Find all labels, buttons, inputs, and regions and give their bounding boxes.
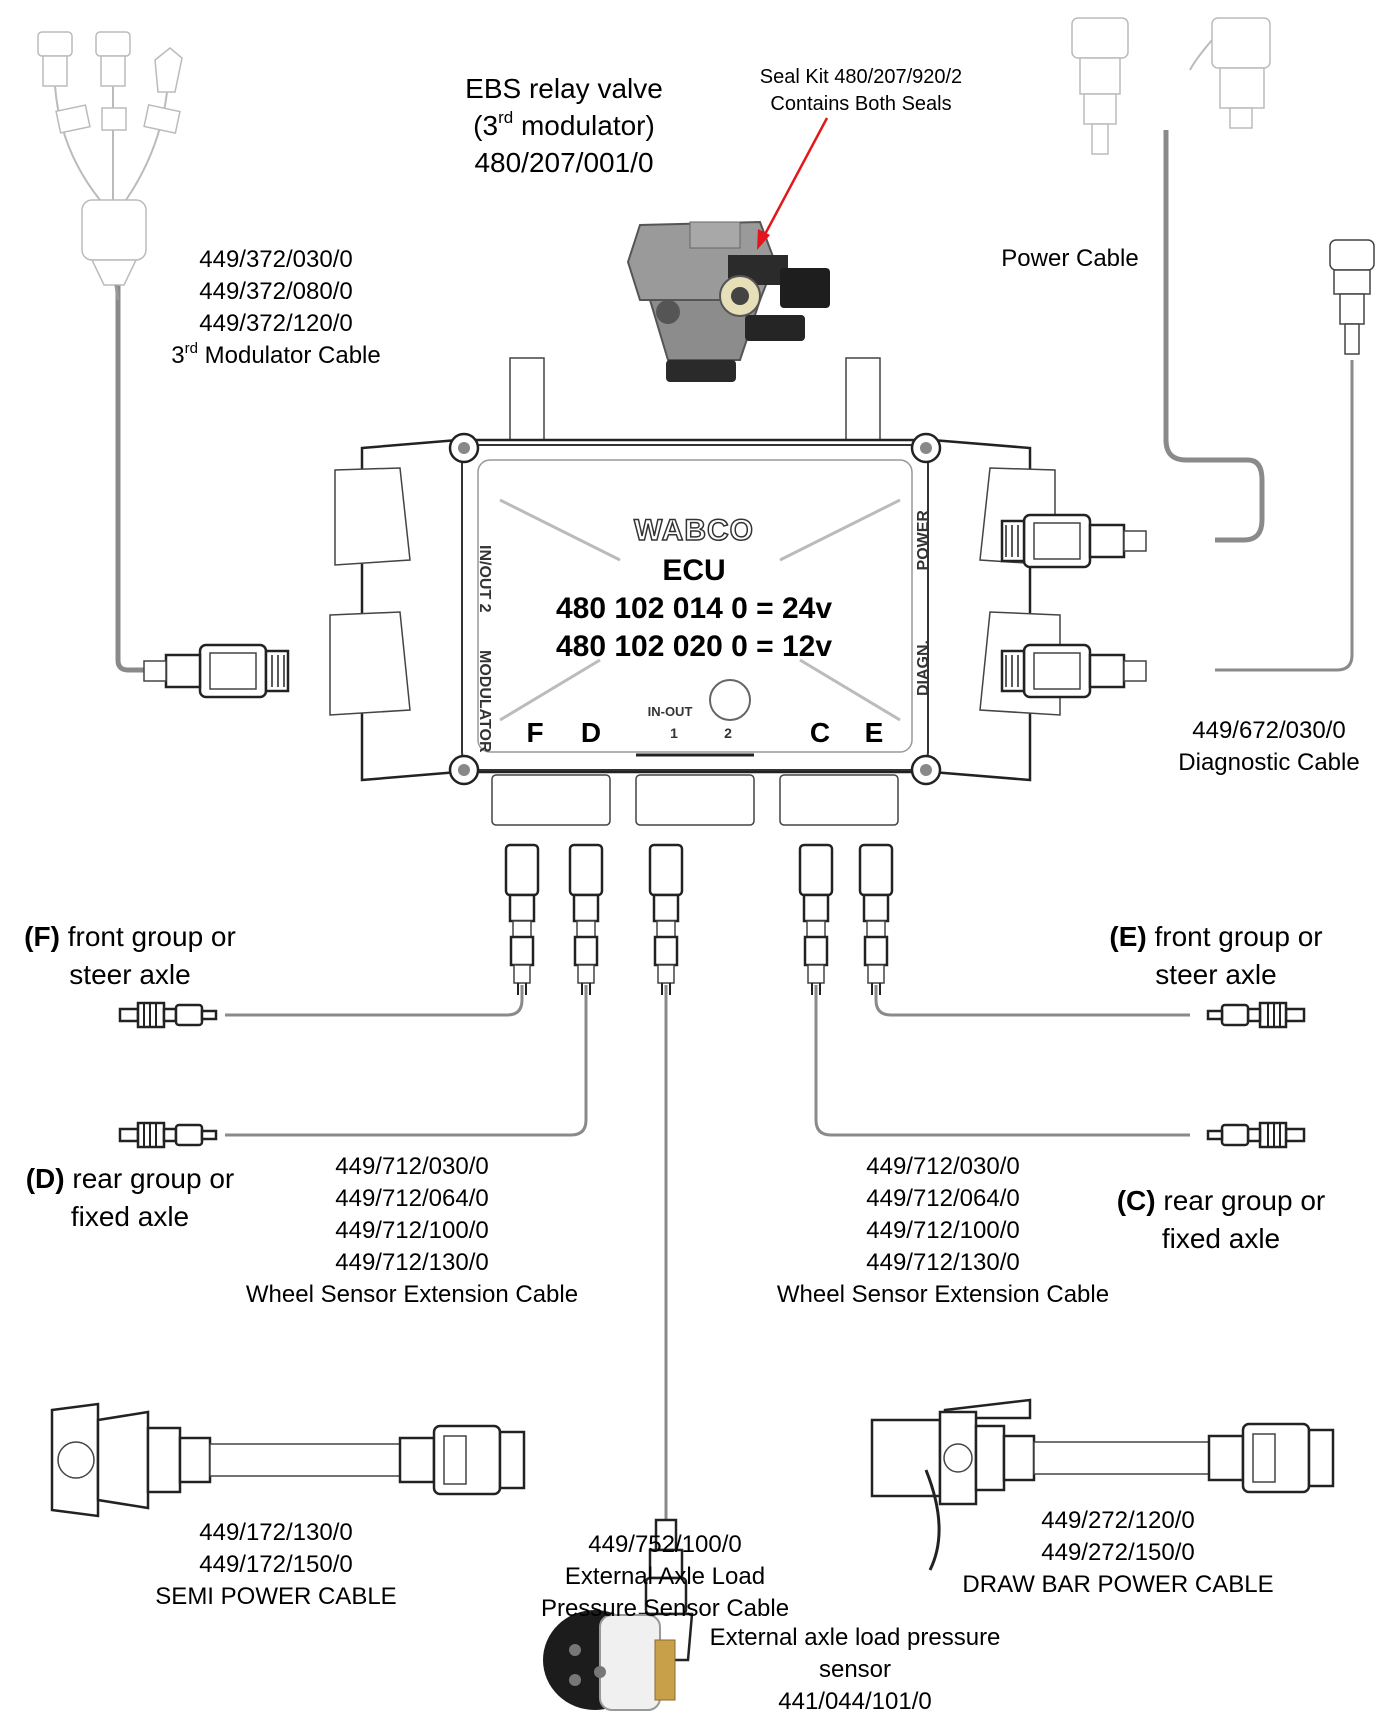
modulator-cable-part-3: 449/372/120/0 bbox=[199, 310, 352, 337]
sensor-e-line2: steer axle bbox=[1155, 959, 1276, 990]
pressure-sensor-line1: External axle load pressure bbox=[710, 1624, 1001, 1651]
draw-bar-power-cable-drawing bbox=[870, 1398, 1335, 1571]
ecu-port-e-label: E bbox=[865, 717, 884, 748]
ecu-part-24v: 480 102 014 0 = 24v bbox=[556, 592, 832, 625]
sensor-plug-d bbox=[568, 843, 604, 997]
sensor-e-line1: (E) front group or bbox=[1109, 921, 1322, 952]
modulator-cable-part-1: 449/372/030/0 bbox=[199, 246, 352, 273]
sensor-cable-f bbox=[225, 985, 524, 1017]
sensor-cable-e bbox=[874, 985, 1190, 1017]
modulator-cable-part-2: 449/372/080/0 bbox=[199, 278, 352, 305]
power-cable-label: Power Cable bbox=[1001, 245, 1138, 272]
relay-valve-title: EBS relay valve bbox=[465, 73, 663, 104]
relay-valve-part: 480/207/001/0 bbox=[474, 147, 653, 178]
wheel-sensor-plug-e bbox=[1206, 1001, 1306, 1029]
sensor-plug-f bbox=[504, 843, 540, 997]
sensor-f-line2: steer axle bbox=[69, 959, 190, 990]
wheel-cable-right-label: Wheel Sensor Extension Cable bbox=[777, 1281, 1109, 1308]
relay-valve-subtitle: (3rd modulator) bbox=[473, 108, 655, 141]
ecu-port-d-label: D bbox=[581, 717, 601, 748]
pressure-sensor-line2: sensor bbox=[819, 1656, 891, 1683]
pressure-sensor-cable-part: 449/752/100/0 bbox=[588, 1531, 741, 1558]
wheel-sensor-plugs bbox=[118, 1001, 1306, 1149]
modulator-cable-label: 3rd Modulator Cable bbox=[171, 340, 380, 369]
wheel-sensor-plug-d bbox=[118, 1121, 218, 1149]
power-plug bbox=[1000, 513, 1148, 569]
semi-power-cable-label: SEMI POWER CABLE bbox=[155, 1583, 396, 1610]
wheel-sensor-plug-c bbox=[1206, 1121, 1306, 1149]
sensor-c-line1: (C) rear group or bbox=[1117, 1185, 1326, 1216]
sensor-d-line2: fixed axle bbox=[71, 1201, 189, 1232]
ecu-port-1-label: 1 bbox=[670, 725, 678, 741]
ecu-brand-logo: WABCO bbox=[634, 514, 754, 547]
wheel-sensor-plug-f bbox=[118, 1001, 218, 1029]
cables bbox=[115, 130, 1354, 1520]
pressure-cable-plug bbox=[648, 843, 684, 997]
ecu-port-c-label: C bbox=[810, 717, 830, 748]
ecu-port-diagn-label: DIAGN. bbox=[915, 640, 932, 696]
wheel-cable-left-part-3: 449/712/100/0 bbox=[335, 1217, 488, 1244]
diagnostic-cable-label: Diagnostic Cable bbox=[1178, 749, 1359, 776]
sensor-d-line1: (D) rear group or bbox=[26, 1163, 235, 1194]
diagnostic-cable-part: 449/672/030/0 bbox=[1192, 717, 1345, 744]
seal-kit-note: Contains Both Seals bbox=[770, 93, 951, 115]
pressure-sensor-part: 441/044/101/0 bbox=[778, 1688, 931, 1715]
wheel-cable-left-label: Wheel Sensor Extension Cable bbox=[246, 1281, 578, 1308]
external-pressure-sensor-drawing bbox=[543, 1610, 676, 1711]
ecu-port-2-label: 2 bbox=[724, 725, 732, 741]
sensor-cable-c bbox=[814, 985, 1190, 1137]
pressure-sensor-cable-line2: Pressure Sensor Cable bbox=[541, 1595, 789, 1622]
ecu-port-modulator-label: MODULATOR bbox=[476, 650, 493, 753]
semi-power-cable-part-1: 449/172/130/0 bbox=[199, 1519, 352, 1546]
wheel-cable-right-part-3: 449/712/100/0 bbox=[866, 1217, 1019, 1244]
modulator-cable-harness bbox=[37, 31, 183, 301]
diagnostic-connector bbox=[1329, 239, 1375, 355]
sensor-cable-d bbox=[225, 985, 588, 1137]
diagnostic-cable-line bbox=[1215, 360, 1354, 672]
semi-power-cable-part-2: 449/172/150/0 bbox=[199, 1551, 352, 1578]
pressure-sensor-cable-drawing bbox=[638, 1518, 694, 1662]
ecu-body: WABCO IN/OUT 2 MODULATOR POWER DIAGN. IN… bbox=[329, 357, 1061, 826]
ecu-port-in-out-2-label: IN/OUT 2 bbox=[476, 545, 493, 613]
power-cable-line bbox=[1163, 130, 1265, 543]
ecu-port-f-label: F bbox=[526, 717, 543, 748]
wheel-cable-right-part-2: 449/712/064/0 bbox=[866, 1185, 1019, 1212]
sensor-plug-c bbox=[798, 843, 834, 997]
ecu-port-in-out-1-label: IN-OUT bbox=[648, 704, 693, 719]
draw-bar-cable-part-2: 449/272/150/0 bbox=[1041, 1539, 1194, 1566]
pressure-sensor-cable-line1: External Axle Load bbox=[565, 1563, 765, 1590]
ecu-part-12v: 480 102 020 0 = 12v bbox=[556, 630, 832, 663]
ecu-title: ECU bbox=[662, 554, 725, 587]
diagnostic-plug bbox=[1000, 643, 1148, 699]
semi-power-cable-drawing bbox=[50, 1402, 526, 1518]
modulator-cable-line bbox=[115, 280, 165, 673]
sensor-c-line2: fixed axle bbox=[1162, 1223, 1280, 1254]
labels: EBS relay valve (3rd modulator) 480/207/… bbox=[24, 66, 1360, 1715]
draw-bar-cable-label: DRAW BAR POWER CABLE bbox=[962, 1571, 1273, 1598]
ebs-relay-valve bbox=[626, 220, 830, 382]
power-cable-connectors bbox=[1071, 17, 1271, 155]
wheel-cable-left-part-1: 449/712/030/0 bbox=[335, 1153, 488, 1180]
ecu-bottom-plugs bbox=[504, 843, 894, 997]
seal-kit-arrow bbox=[757, 117, 829, 250]
modulator-plug bbox=[142, 643, 290, 699]
seal-kit-label: Seal Kit 480/207/920/2 bbox=[760, 66, 962, 88]
sensor-plug-e bbox=[858, 843, 894, 997]
draw-bar-cable-part-1: 449/272/120/0 bbox=[1041, 1507, 1194, 1534]
wheel-cable-right-part-1: 449/712/030/0 bbox=[866, 1153, 1019, 1180]
ecu-port-power-label: POWER bbox=[915, 510, 932, 571]
wheel-cable-left-part-2: 449/712/064/0 bbox=[335, 1185, 488, 1212]
wheel-cable-left-part-4: 449/712/130/0 bbox=[335, 1249, 488, 1276]
wheel-cable-right-part-4: 449/712/130/0 bbox=[866, 1249, 1019, 1276]
sensor-f-line1: (F) front group or bbox=[24, 921, 236, 952]
